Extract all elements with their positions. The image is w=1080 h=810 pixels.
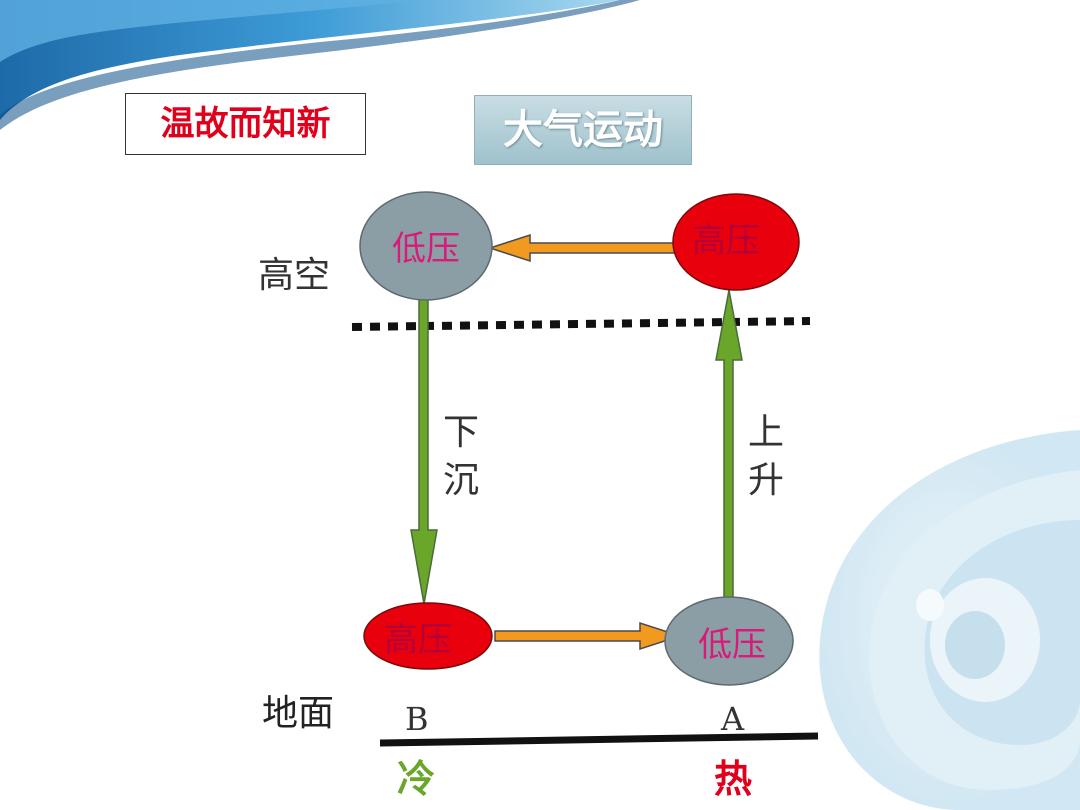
node-bottom-left: 高压 <box>363 602 493 670</box>
label-sink-2: 沉 <box>443 460 479 501</box>
swirl-decoration <box>819 430 1080 810</box>
node-top-right: 高压 <box>672 193 800 291</box>
label-rise-1: 上 <box>748 412 784 453</box>
label-hot: 热 <box>714 756 752 801</box>
label-point-b: B <box>405 700 429 738</box>
label-point-a: A <box>720 700 745 738</box>
label-ground: 地面 <box>262 693 334 734</box>
node-top-right-label: 高压 <box>692 221 760 261</box>
ground-line <box>379 732 819 747</box>
topic-button[interactable]: 大气运动 <box>474 95 692 165</box>
sinking-arrow <box>410 297 438 605</box>
label-sink-1: 下 <box>443 412 479 453</box>
node-top-left-label: 低压 <box>392 229 460 269</box>
lower-flow-arrow <box>494 621 683 651</box>
header-swoosh <box>0 0 640 130</box>
label-cold: 冷 <box>397 756 435 801</box>
node-bottom-left-label: 高压 <box>384 620 452 660</box>
rising-arrow <box>715 289 743 613</box>
label-high-altitude: 高空 <box>258 255 330 296</box>
label-rise-2: 升 <box>748 460 784 501</box>
node-top-left: 低压 <box>359 191 493 301</box>
node-bottom-right: 低压 <box>664 596 794 686</box>
upper-flow-arrow <box>487 233 677 263</box>
review-label-box: 温故而知新 <box>125 93 366 155</box>
node-bottom-right-label: 低压 <box>698 625 766 665</box>
